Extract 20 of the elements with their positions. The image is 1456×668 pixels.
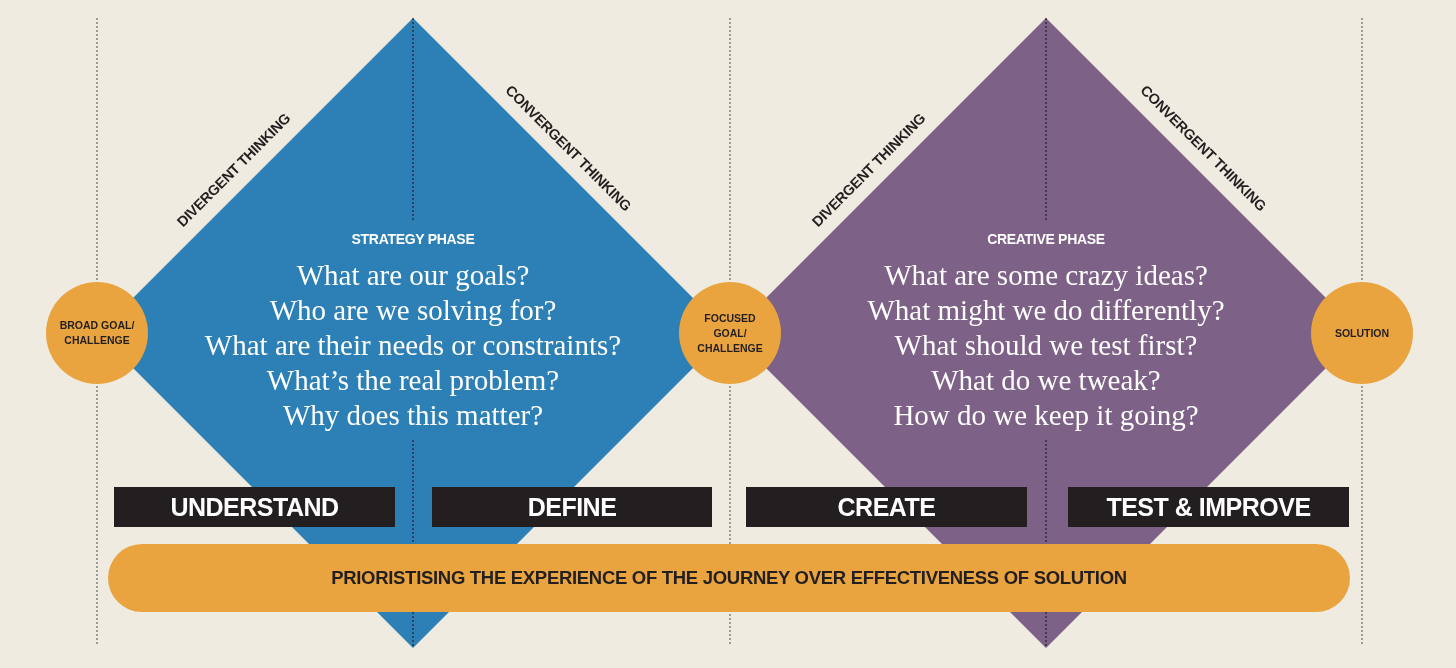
question-text: What might we do differently?	[867, 293, 1225, 327]
question-text: Who are we solving for?	[269, 293, 557, 327]
circle-label: SOLUTION	[1333, 325, 1391, 341]
question-text: What are our goals?	[296, 258, 530, 292]
stage-label: CREATE	[746, 487, 1027, 527]
question-text: How do we keep it going?	[893, 398, 1199, 432]
question-text: What’s the real problem?	[266, 363, 560, 397]
question-text: What are some crazy ideas?	[884, 258, 1208, 292]
stage-label: UNDERSTAND	[114, 487, 395, 527]
question-text: What are their needs or constraints?	[204, 328, 622, 362]
question-text: Why does this matter?	[282, 398, 544, 432]
circle-label: BROAD GOAL/ CHALLENGE	[58, 318, 136, 348]
stage-label: DEFINE	[432, 487, 712, 527]
question-text: What do we tweak?	[931, 363, 1161, 397]
phase-heading: CREATIVE PHASE	[986, 231, 1106, 247]
principle-banner: PRIORISTISING THE EXPERIENCE OF THE JOURNEY OVER EFFECTIVENESS OF SOLUTION	[108, 544, 1350, 612]
circle-label: FOCUSED GOAL/ CHALLENGE	[696, 310, 764, 356]
stage-label: TEST & IMPROVE	[1068, 487, 1349, 527]
question-text: What should we test first?	[894, 328, 1198, 362]
phase-heading: STRATEGY PHASE	[350, 231, 476, 247]
